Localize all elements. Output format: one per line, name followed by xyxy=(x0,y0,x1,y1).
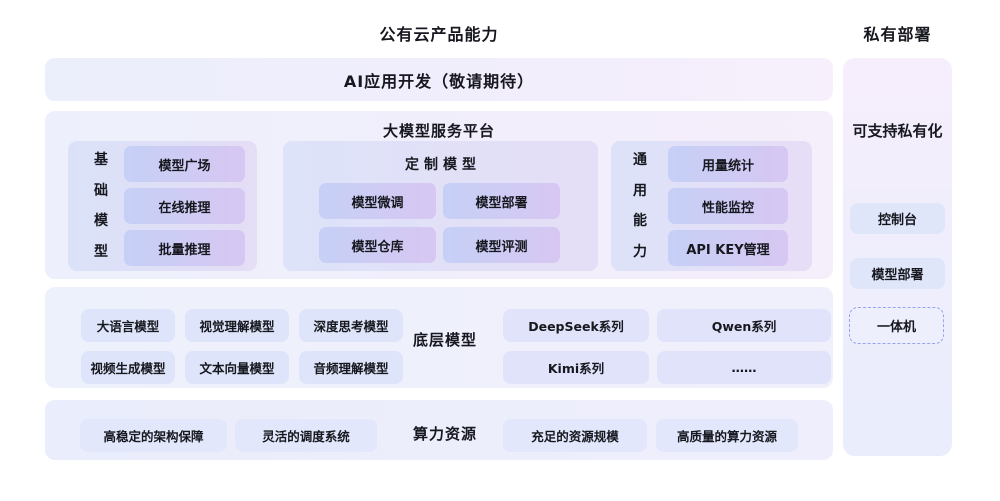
base-layer-band: 大语言模型 视觉理解模型 深度思考模型 视频生成模型 文本向量模型 音频理解模型… xyxy=(45,287,833,388)
general-capabilities-buttons: 用量统计 性能监控 API KEY管理 xyxy=(668,146,788,266)
model-eval-button: 模型评测 xyxy=(443,227,560,263)
private-deploy-title: 私有部署 xyxy=(863,25,932,44)
audio-chip: 音频理解模型 xyxy=(299,351,403,384)
usage-stats-button: 用量统计 xyxy=(668,146,788,182)
private-panel-title: 可支持私有化 xyxy=(852,122,943,140)
all-in-one-chip: 一体机 xyxy=(849,307,944,344)
console-chip: 控制台 xyxy=(850,203,945,234)
public-cloud-title: 公有云产品能力 xyxy=(379,25,499,44)
ai-app-band-label: AI应用开发（敬请期待） xyxy=(343,71,535,91)
deep-think-chip: 深度思考模型 xyxy=(299,309,403,342)
model-repo-button: 模型仓库 xyxy=(319,227,436,263)
platform-band-title: 大模型服务平台 xyxy=(382,122,495,140)
ai-app-band: AI应用开发（敬请期待） xyxy=(45,58,833,101)
model-type-chips: 大语言模型 视觉理解模型 深度思考模型 视频生成模型 文本向量模型 音频理解模型 xyxy=(81,309,403,384)
base-models-label: 基础模型 xyxy=(94,152,108,260)
base-models-buttons: 模型广场 在线推理 批量推理 xyxy=(124,146,245,266)
compute-left-chips: 高稳定的架构保障 灵活的调度系统 xyxy=(80,419,377,452)
custom-models-panel: 定制模型 模型微调 模型部署 模型仓库 模型评测 xyxy=(283,141,598,271)
resource-scale-chip: 充足的资源规模 xyxy=(503,419,647,452)
quality-compute-chip: 高质量的算力资源 xyxy=(656,419,798,452)
qwen-chip: Qwen系列 xyxy=(657,309,831,342)
platform-band: 大模型服务平台 基础模型 模型广场 在线推理 批量推理 定制模型 模型微调 模型… xyxy=(45,111,833,279)
batch-inference-button: 批量推理 xyxy=(124,230,245,266)
general-capabilities-panel: 通用能力 用量统计 性能监控 API KEY管理 xyxy=(611,141,812,271)
compute-right-chips: 充足的资源规模 高质量的算力资源 xyxy=(503,419,798,452)
private-panel: 可支持私有化 控制台 模型部署 一体机 xyxy=(843,58,952,456)
kimi-chip: Kimi系列 xyxy=(503,351,649,384)
video-gen-chip: 视频生成模型 xyxy=(81,351,175,384)
online-inference-button: 在线推理 xyxy=(124,188,245,224)
model-finetune-button: 模型微调 xyxy=(319,183,436,219)
vision-chip: 视觉理解模型 xyxy=(185,309,289,342)
compute-band: 高稳定的架构保障 灵活的调度系统 算力资源 充足的资源规模 高质量的算力资源 xyxy=(45,400,833,460)
base-layer-label: 底层模型 xyxy=(412,331,477,349)
llm-chip: 大语言模型 xyxy=(81,309,175,342)
custom-models-label: 定制模型 xyxy=(405,157,481,173)
general-capabilities-label: 通用能力 xyxy=(633,152,647,260)
api-key-button: API KEY管理 xyxy=(668,230,788,266)
custom-models-buttons: 模型微调 模型部署 模型仓库 模型评测 xyxy=(319,183,560,263)
stable-arch-chip: 高稳定的架构保障 xyxy=(80,419,227,452)
base-models-panel: 基础模型 模型广场 在线推理 批量推理 xyxy=(68,141,257,271)
perf-monitor-button: 性能监控 xyxy=(668,188,788,224)
model-plaza-button: 模型广场 xyxy=(124,146,245,182)
text-embed-chip: 文本向量模型 xyxy=(185,351,289,384)
compute-label: 算力资源 xyxy=(412,425,477,443)
flex-schedule-chip: 灵活的调度系统 xyxy=(235,419,377,452)
model-deploy-chip: 模型部署 xyxy=(850,258,945,289)
more-series-chip: …… xyxy=(657,351,831,384)
model-series-chips: DeepSeek系列 Qwen系列 Kimi系列 …… xyxy=(503,309,831,384)
deepseek-chip: DeepSeek系列 xyxy=(503,309,649,342)
model-deploy-button: 模型部署 xyxy=(443,183,560,219)
